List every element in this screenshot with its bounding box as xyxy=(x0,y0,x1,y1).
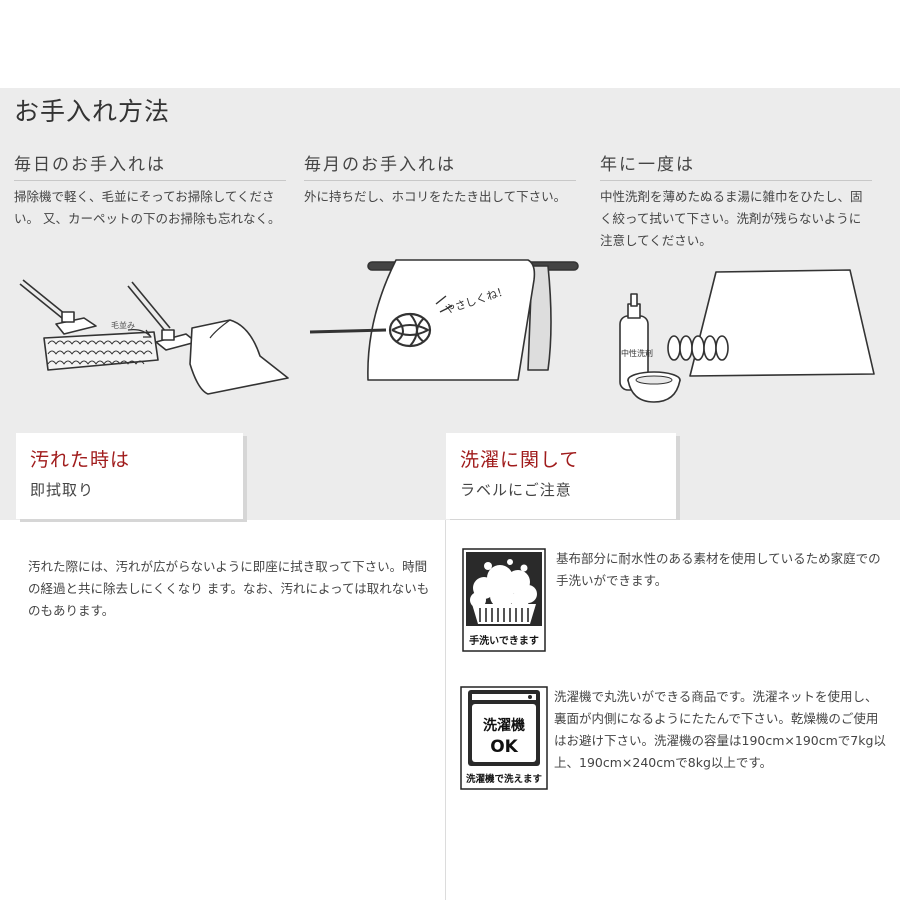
dirty-title: 汚れた時は xyxy=(30,449,131,471)
page-title: お手入れ方法 xyxy=(14,97,171,126)
dirty-tab: 汚れた時は 即拭取り xyxy=(16,433,243,519)
washing-machine-label: 洗濯機で洗えます xyxy=(466,773,543,785)
washing-title: 洗濯に関して xyxy=(460,449,580,471)
washing-machine-icon: 洗濯機 OK 洗濯機で洗えます xyxy=(460,686,548,790)
dirty-subtitle: 即拭取り xyxy=(30,481,95,499)
daily-care-text: 掃除機で軽く、毛並にそってお掃除してください。 又、カーペットの下のお掃除も忘れ… xyxy=(14,189,281,226)
hand-wash-label: 手洗いできます xyxy=(469,634,539,647)
detergent-wipe-illustration: 中性洗剤 xyxy=(619,269,875,403)
washing-machine-ok-label: OK xyxy=(490,737,518,757)
neutral-detergent-label: 中性洗剤 xyxy=(621,348,653,358)
vacuum-illustration: 毛並み xyxy=(19,279,289,395)
daily-care-heading: 毎日のお手入れは xyxy=(14,150,286,181)
washing-subtitle: ラベルにご注意 xyxy=(460,481,572,499)
monthly-care-heading: 毎月のお手入れは xyxy=(304,150,576,181)
washing-tab: 洗濯に関して ラベルにご注意 xyxy=(446,433,676,519)
washing-machine-top-label: 洗濯機 xyxy=(483,717,525,734)
hand-wash-text: 基布部分に耐水性のある素材を使用しているため家庭での手洗いができます。 xyxy=(556,551,881,588)
hand-wash-icon: 手洗いできます xyxy=(462,548,546,652)
nap-label: 毛並み xyxy=(111,320,135,330)
dirty-text: 汚れた際には、汚れが広がらないように即座に拭き取って下さい。時間の経過と共に除去… xyxy=(28,559,430,618)
yearly-care-heading: 年に一度は xyxy=(600,150,872,181)
washing-machine-text: 洗濯機で丸洗いができる商品です。洗濯ネットを使用し、裏面が内側になるようにたたん… xyxy=(554,689,886,770)
monthly-care-text: 外に持ちだし、ホコリをたたき出して下さい。 xyxy=(304,189,567,204)
carpet-beating-illustration: やさしくね！ xyxy=(309,259,579,381)
yearly-care-text: 中性洗剤を薄めたぬるま湯に雑巾をひたし、固く絞って拭いて下さい。洗剤が残らないよ… xyxy=(600,189,863,248)
